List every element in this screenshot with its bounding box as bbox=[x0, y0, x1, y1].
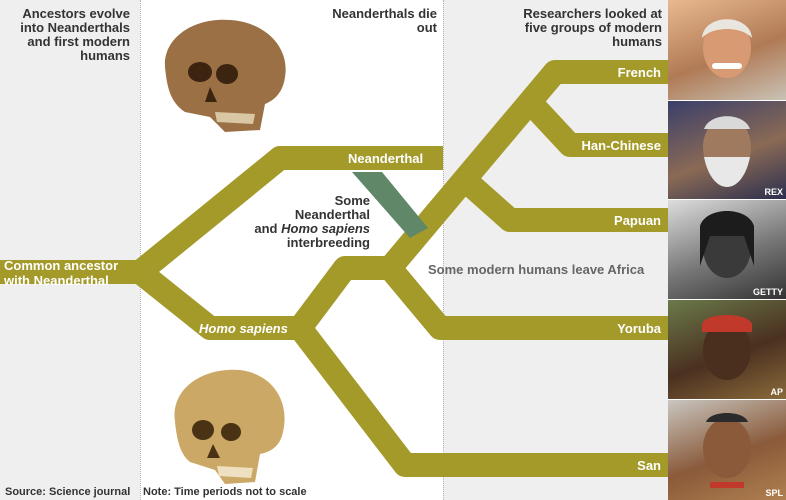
face-icon bbox=[702, 18, 752, 78]
group-label-french: French bbox=[617, 65, 661, 80]
common-ancestor-text: Common ancestor with Neanderthal bbox=[4, 258, 119, 288]
branch-han bbox=[521, 93, 668, 157]
branch-out-of-africa bbox=[380, 60, 668, 276]
common-ancestor-label: Common ancestor with Neanderthal bbox=[4, 258, 132, 288]
interbreeding-line-1: Some bbox=[334, 193, 370, 208]
group-label-han-chinese: Han-Chinese bbox=[581, 138, 661, 153]
divider-line-2 bbox=[443, 0, 444, 500]
photo-credit-yoruba: AP bbox=[770, 387, 783, 397]
photo-yoruba: AP bbox=[668, 300, 786, 399]
photo-credit-han-chinese: REX bbox=[764, 187, 783, 197]
branch-yoruba bbox=[380, 260, 668, 340]
time-scale-note: Note: Time periods not to scale bbox=[143, 486, 307, 498]
interbreeding-line-4: interbreeding bbox=[286, 235, 370, 250]
branch-neanderthal bbox=[132, 146, 443, 282]
branch-papuan bbox=[457, 171, 668, 232]
photo-san: SPL bbox=[668, 400, 786, 500]
branch-homo-sapiens bbox=[132, 262, 300, 340]
face-icon bbox=[703, 116, 751, 187]
ancestors-note: Ancestors evolve into Neanderthals and f… bbox=[20, 6, 130, 63]
group-label-san: San bbox=[637, 458, 661, 473]
neanderthal-skull-icon bbox=[164, 19, 286, 132]
branch-modern bbox=[290, 256, 390, 336]
homo-sapiens-label: Homo sapiens bbox=[199, 321, 288, 336]
face-icon bbox=[700, 211, 754, 278]
neanderthal-label: Neanderthal bbox=[348, 151, 424, 166]
photo-french bbox=[668, 0, 786, 100]
interbreeding-line-2: Neanderthal bbox=[294, 207, 370, 222]
group-label-yoruba: Yoruba bbox=[617, 321, 661, 336]
photo-papuan: GETTY bbox=[668, 200, 786, 299]
divider-line-1 bbox=[140, 0, 141, 500]
interbreeding-line-3: and Homo sapiens bbox=[226, 222, 370, 236]
leave-africa-note: Some modern humans leave Africa bbox=[428, 262, 645, 277]
source-note: Source: Science journal bbox=[5, 486, 131, 498]
background-band-left bbox=[0, 0, 140, 500]
face-icon bbox=[703, 413, 751, 488]
photo-han-chinese: REX bbox=[668, 101, 786, 199]
interbreeding-note: Some Neanderthal and Homo sapiens interb… bbox=[226, 194, 370, 250]
interbreeding-and: and bbox=[254, 221, 278, 236]
neanderthals-die-out-note: Neanderthals die out bbox=[332, 6, 437, 35]
group-label-papuan: Papuan bbox=[614, 213, 661, 228]
interbreeding-band bbox=[352, 172, 428, 238]
photo-credit-san: SPL bbox=[765, 488, 783, 498]
homo-sapiens-skull-icon bbox=[174, 369, 285, 484]
branch-san bbox=[290, 320, 668, 477]
researchers-note: Researchers looked at five groups of mod… bbox=[523, 6, 662, 49]
photo-credit-papuan: GETTY bbox=[752, 287, 783, 297]
interbreeding-homo-sapiens: Homo sapiens bbox=[281, 221, 370, 236]
face-icon bbox=[702, 315, 752, 380]
